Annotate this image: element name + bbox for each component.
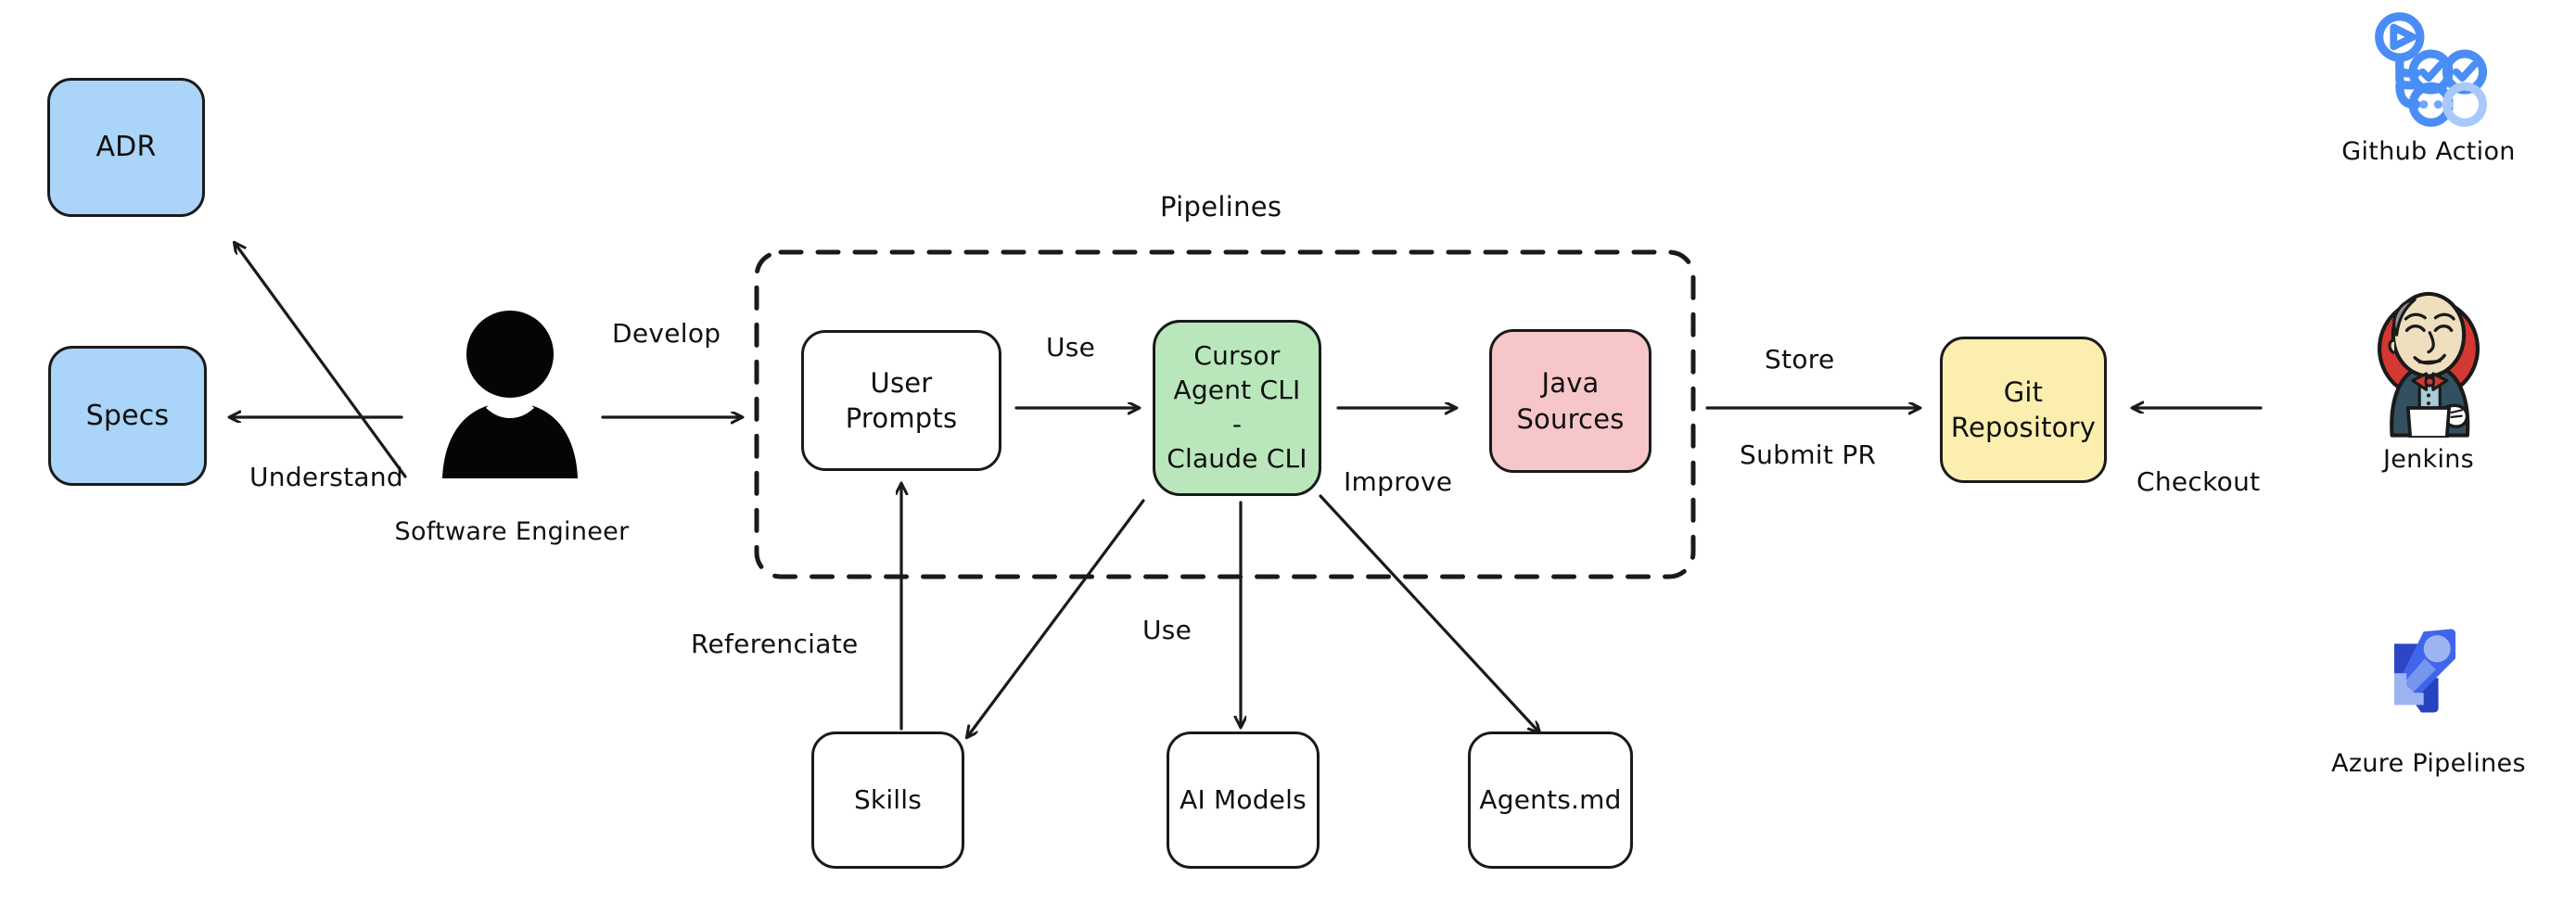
software-engineer-avatar [431,306,589,482]
node-cursor-agent-cli-label: Cursor Agent CLI - Claude CLI [1167,340,1307,474]
tech-jenkins-label: Jenkins [2382,445,2475,474]
edge-label-improve: Improve [1344,466,1453,497]
node-git-repository-label: Git Repository [1950,375,2097,443]
github-actions-icon [2375,12,2488,127]
node-cursor-agent-cli[interactable]: Cursor Agent CLI - Claude CLI [1153,320,1321,496]
tech-azure-pipelines-label: Azure Pipelines [2331,749,2526,778]
node-ai-models[interactable]: AI Models [1167,732,1320,869]
node-specs[interactable]: Specs [48,346,207,486]
edge-label-develop: Develop [612,318,721,349]
edge-cursor-to-skills [967,499,1145,737]
edge-cursor-to-agentsmd [1319,494,1539,732]
node-ai-models-label: AI Models [1180,783,1307,815]
node-skills-label: Skills [853,783,923,815]
tech-jenkins[interactable]: Jenkins [2308,289,2549,474]
edge-engineer-to-adr [235,243,407,478]
node-git-repository[interactable]: Git Repository [1940,337,2107,483]
tech-github-action[interactable]: Github Action [2308,9,2549,166]
person-icon [442,311,578,478]
jenkins-butler-icon [2377,291,2480,438]
node-user-prompts-label: User Prompts [845,366,958,434]
node-specs-label: Specs [85,399,170,432]
node-java-sources-label: Java Sources [1516,367,1625,435]
node-adr[interactable]: ADR [47,78,205,217]
node-user-prompts[interactable]: User Prompts [801,330,1001,471]
node-agents-md[interactable]: Agents.md [1468,732,1633,869]
edge-label-understand: Understand [249,462,403,492]
edge-label-submit-pr: Submit PR [1740,439,1877,470]
edge-label-store: Store [1765,344,1835,375]
azure-pipelines-rocket-icon [2394,629,2456,713]
pipelines-group-label: Pipelines [1160,191,1282,223]
edge-label-referenciate: Referenciate [691,629,859,659]
edge-label-use-prompts: Use [1046,332,1096,363]
node-agents-md-label: Agents.md [1479,783,1622,815]
node-java-sources[interactable]: Java Sources [1489,329,1651,473]
edge-label-use-models: Use [1142,615,1192,645]
software-engineer-label: Software Engineer [394,517,630,546]
tech-azure-pipelines[interactable]: Azure Pipelines [2308,619,2549,778]
edge-label-checkout: Checkout [2136,466,2261,497]
tech-github-action-label: Github Action [2341,137,2516,166]
node-skills[interactable]: Skills [811,732,964,869]
node-adr-label: ADR [96,131,157,164]
